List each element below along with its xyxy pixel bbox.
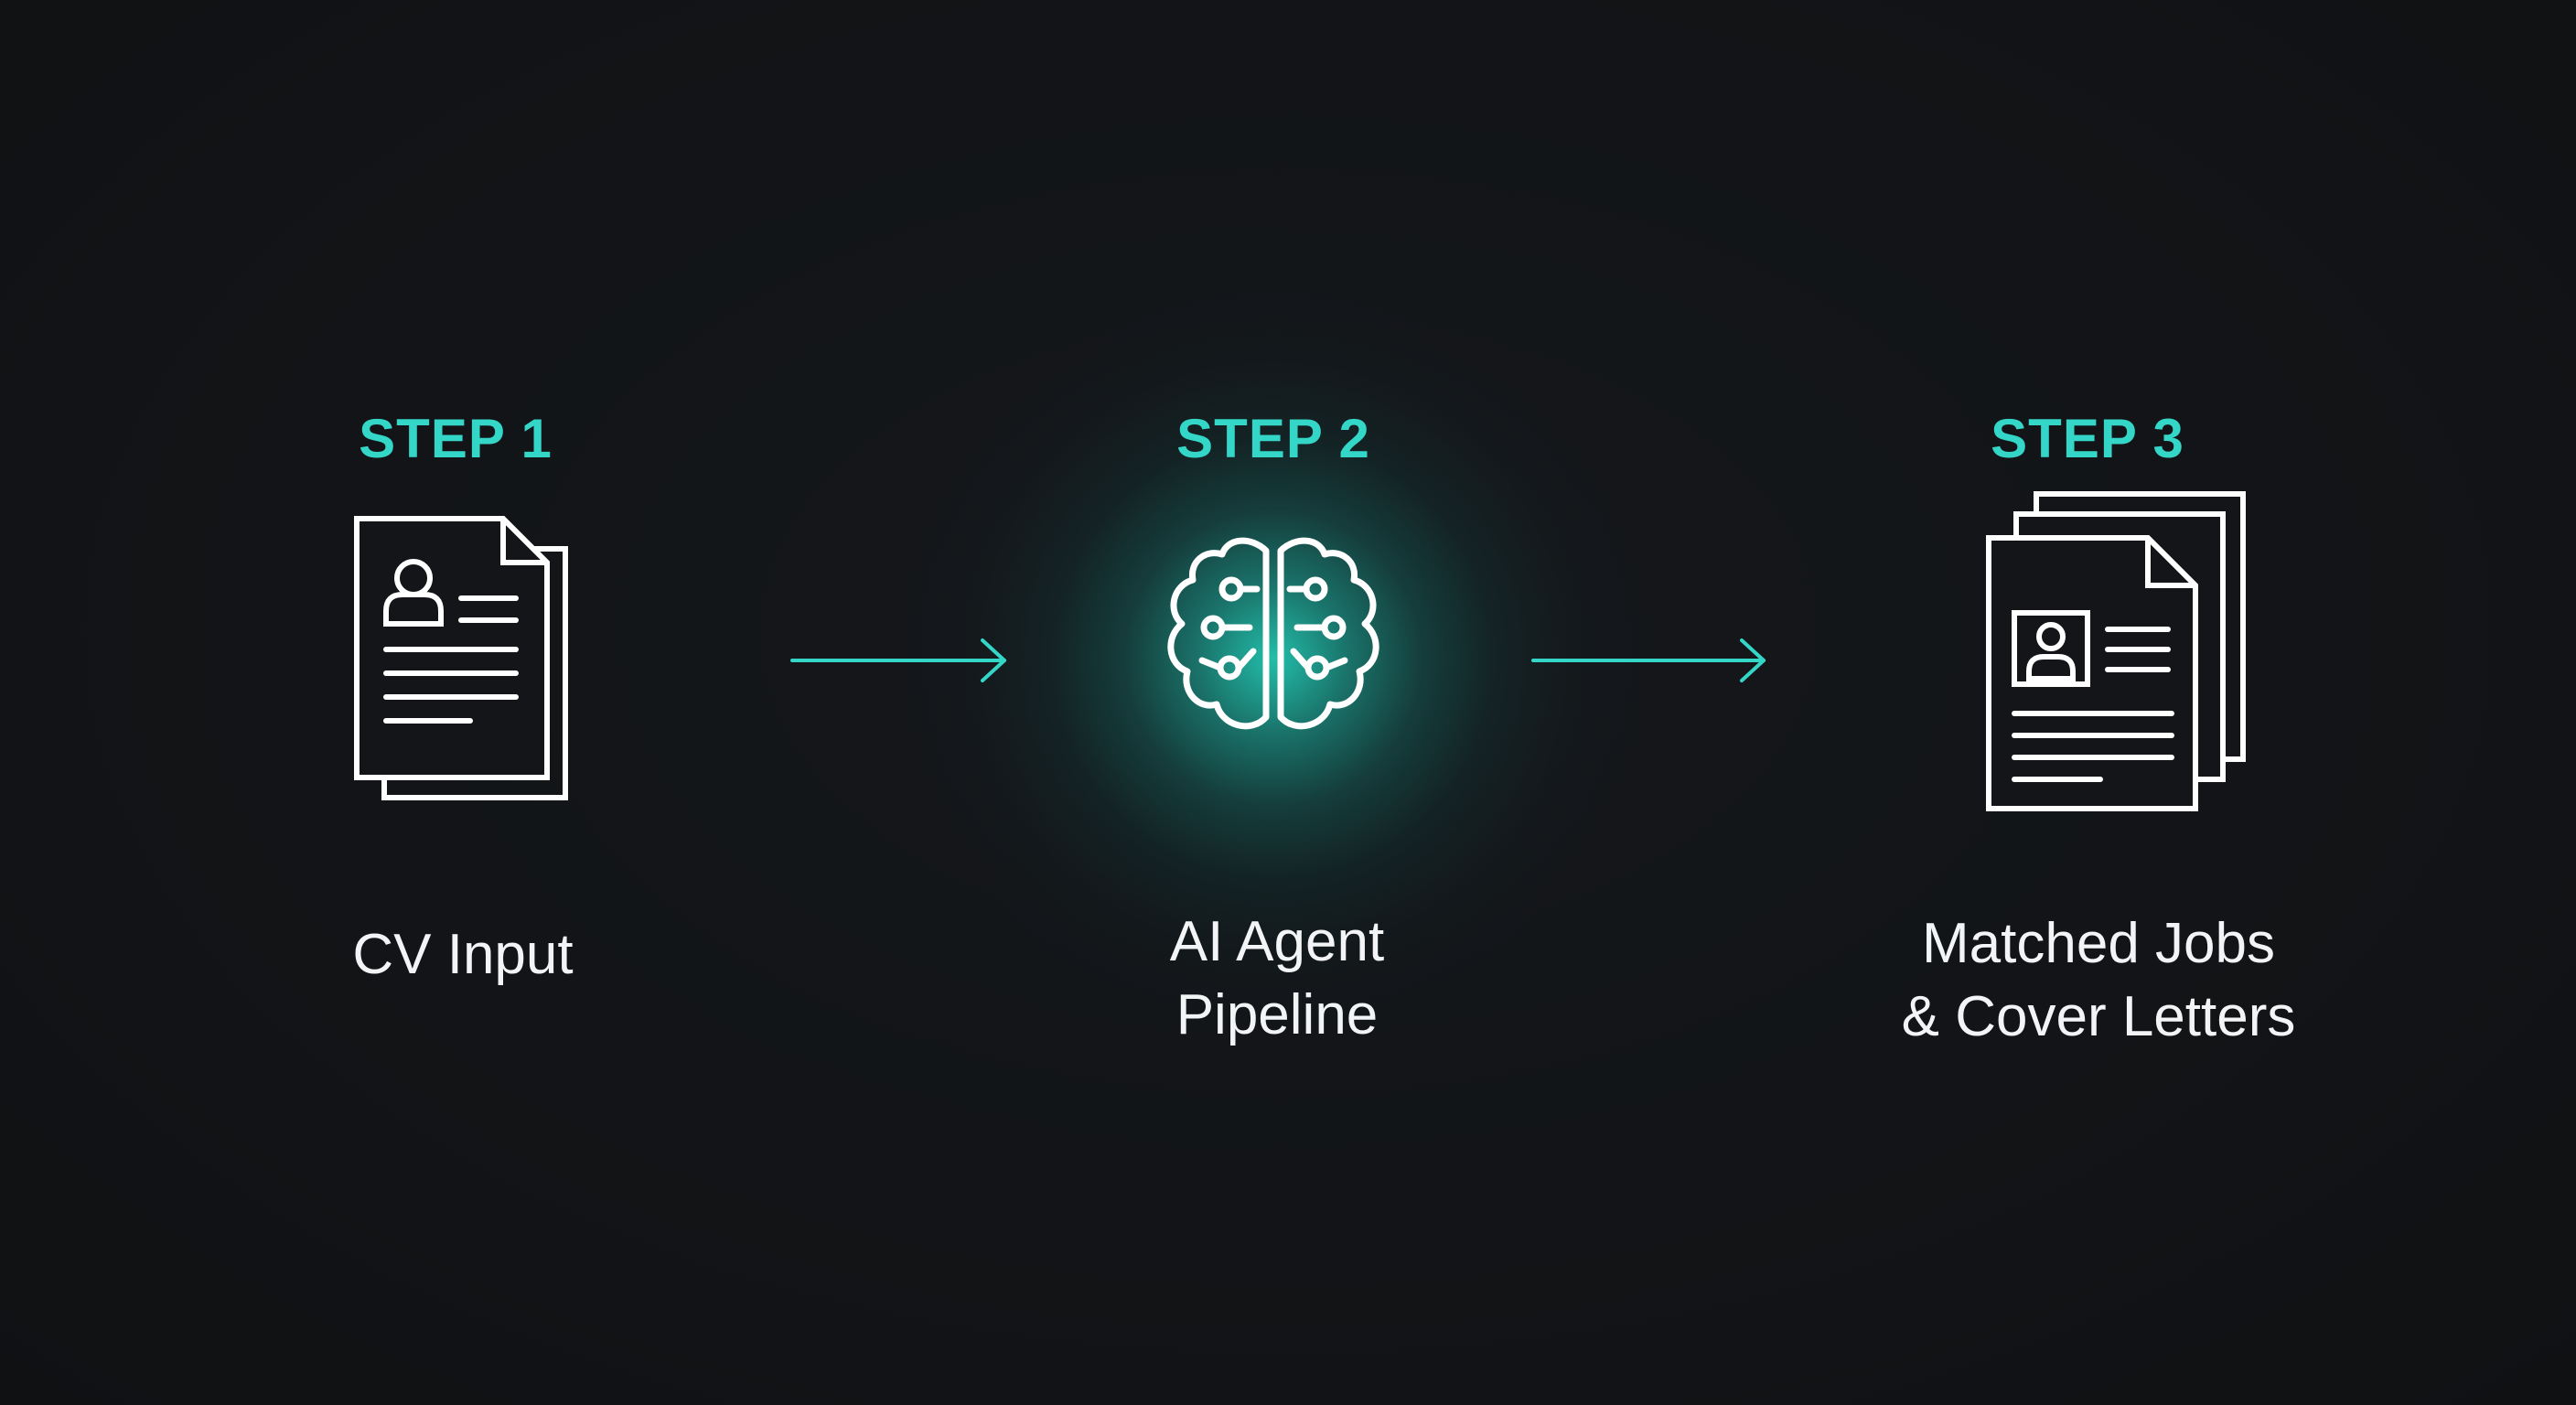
step-3-caption: Matched Jobs & Cover Letters <box>1824 907 2373 1054</box>
step-1-caption: CV Input <box>188 918 737 992</box>
step-3-caption-line-2: & Cover Letters <box>1901 985 2296 1048</box>
arrow-right-icon <box>790 638 1006 682</box>
step-2-label: STEP 2 <box>1176 408 1370 469</box>
cv-document-icon <box>354 516 568 800</box>
step-2-caption-line-1: AI Agent <box>1169 910 1385 973</box>
arrow-right-icon <box>1531 638 1766 682</box>
step-3-caption-line-1: Matched Jobs <box>1922 912 2275 975</box>
step-2-caption-line-2: Pipeline <box>1175 983 1379 1046</box>
brain-circuit-icon <box>1167 537 1379 730</box>
step-2-caption: AI Agent Pipeline <box>1003 906 1551 1052</box>
step-1-caption-line: CV Input <box>352 923 574 986</box>
step-3-label: STEP 3 <box>1991 408 2184 469</box>
step-1-label: STEP 1 <box>359 408 553 469</box>
document-stack-icon <box>1986 491 2246 811</box>
